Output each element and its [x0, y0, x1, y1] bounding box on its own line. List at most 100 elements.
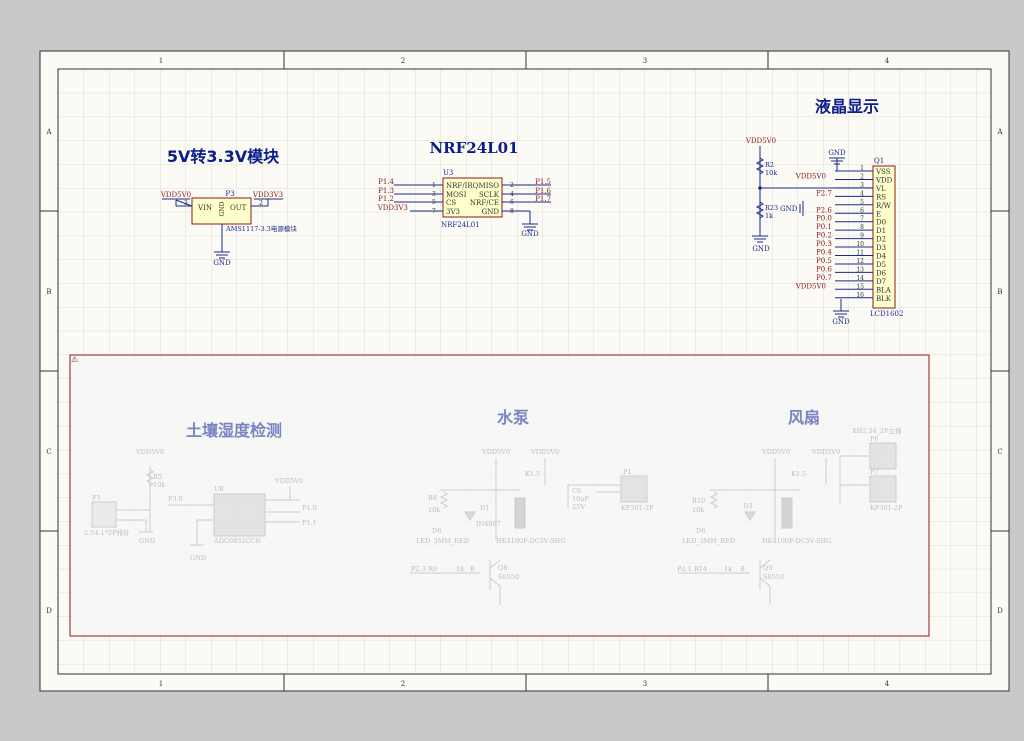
lcd1602-module[interactable]: Q1 LCD1602 GND GND VDD5V0 R2 10k R23 1k … [745, 137, 904, 326]
net-label: P1.6 [535, 187, 551, 195]
pin-number: 5 [860, 199, 864, 206]
svg-text:2.54-1*2P排针: 2.54-1*2P排针 [84, 528, 130, 537]
net-label: VDD3V3 [377, 204, 408, 212]
pin-name: NRF/IRQ [446, 182, 479, 190]
gnd-label: GND [832, 318, 850, 326]
designator: Q1 [874, 157, 884, 165]
row-label-right: B [997, 288, 1002, 296]
svg-text:K1.5: K1.5 [791, 470, 806, 478]
pin-number: 7 [860, 216, 864, 223]
nrf-wires [394, 184, 551, 231]
row-label-right: A [996, 128, 1003, 136]
net-label: P0.3 [816, 240, 832, 248]
svg-text:IN4007: IN4007 [476, 520, 501, 528]
svg-text:1k: 1k [724, 565, 732, 573]
net-label: P0.6 [816, 265, 832, 273]
zone-dividers [40, 51, 1009, 691]
pump-circuit: VDD5V0 VDD5V0 K1.5 R8 10k D1 IN4007 D6 L… [410, 448, 654, 605]
pin-name: VSS [875, 168, 891, 176]
pin-name: NRF/CE [470, 199, 499, 207]
svg-text:P2.1: P2.1 [677, 565, 692, 573]
fan-circuit: VDD5V0 VDD5V0 K1.5 R10 10k D3 D6 LED_3MM… [677, 426, 903, 605]
svg-text:R8: R8 [428, 494, 437, 502]
col-label-bottom: 3 [643, 680, 647, 688]
row-label-left: B [46, 288, 51, 296]
svg-text:S8550: S8550 [498, 573, 519, 581]
svg-text:P2.3: P2.3 [411, 565, 426, 573]
resistor-ref: R23 [765, 204, 778, 212]
pin-number: 2 [510, 182, 514, 189]
svg-text:GND: GND [139, 537, 155, 545]
net-label: P1.7 [535, 195, 551, 203]
pin-name: D7 [876, 278, 886, 286]
svg-text:1k: 1k [456, 565, 464, 573]
svg-text:S8550: S8550 [763, 573, 784, 581]
pin-name: GND [482, 208, 500, 216]
pin-number: 5 [432, 199, 436, 206]
svg-text:Q9: Q9 [763, 564, 772, 572]
col-label-top: 1 [159, 57, 163, 65]
svg-text:LED_3MM_RED: LED_3MM_RED [416, 537, 469, 545]
pin-name: OUT [230, 204, 247, 212]
component-comment: AMS1117-3.3电源模块 [225, 224, 297, 233]
pin-name: D2 [876, 236, 886, 244]
title-nrf: NRF24L01 [429, 139, 518, 157]
pin-name: E [876, 210, 881, 218]
svg-text:VDD5V0: VDD5V0 [135, 448, 164, 456]
svg-text:VDD5V0: VDD5V0 [274, 477, 303, 485]
net-label: P1.3 [378, 187, 394, 195]
pin-name: BLA [876, 286, 892, 294]
regulator-module[interactable]: VDD5V0 VDD3V3 P3 3 2 VIN OUT GND AMS1117… [160, 190, 298, 267]
net-label: VDD5V0 [795, 172, 826, 180]
pin-number: 14 [856, 275, 864, 282]
svg-text:P1.0: P1.0 [302, 504, 317, 512]
svg-text:VDD5V0: VDD5V0 [811, 448, 840, 456]
svg-text:LED_3MM_RED: LED_3MM_RED [682, 537, 735, 545]
svg-text:R9: R9 [428, 565, 437, 573]
pin-name: VIN [197, 204, 212, 212]
component-comment: NRF24L01 [441, 221, 480, 229]
net-label: P1.4 [378, 178, 394, 186]
svg-text:B: B [740, 565, 745, 573]
svg-text:R14: R14 [694, 565, 707, 573]
svg-text:P3: P3 [92, 494, 101, 502]
svg-text:10k: 10k [428, 506, 440, 514]
svg-text:D6: D6 [696, 527, 705, 535]
svg-text:Q8: Q8 [498, 564, 507, 572]
svg-text:ADC0832CCN: ADC0832CCN [213, 537, 261, 545]
net-label: VDD5V0 [160, 191, 191, 199]
pin-number: 1 [432, 182, 436, 189]
net-label: VDD5V0 [795, 282, 826, 290]
col-label-top: 3 [643, 57, 647, 65]
pin-number: 4 [860, 190, 864, 197]
svg-text:P1.1: P1.1 [302, 519, 317, 527]
pin-name: D0 [876, 219, 886, 227]
svg-text:KF301-2P: KF301-2P [621, 504, 654, 512]
col-label-top: 2 [401, 57, 405, 65]
pin-number: 1 [860, 165, 864, 172]
net-label: P2.6 [816, 206, 832, 214]
pin-number: 9 [860, 233, 864, 240]
pin-name: VDD [875, 176, 893, 184]
row-label-left: C [46, 448, 51, 456]
net-label: P0.0 [816, 215, 832, 223]
col-label-bottom: 2 [401, 680, 405, 688]
svg-text:KF301-2P: KF301-2P [870, 504, 903, 512]
soil-sensor-circuit: VDD5V0 R5 10k P3 P3.6 U8 ADC0832CCN VDD5… [84, 448, 317, 562]
svg-text:25V: 25V [572, 503, 585, 511]
disabled-region[interactable]: ⚠ 土壤湿度检测 水泵 风扇 VDD5V0 R5 10k P3 [69, 354, 930, 637]
svg-text:P1: P1 [623, 468, 632, 476]
svg-text:K1.5: K1.5 [525, 470, 540, 478]
pin-name: D5 [876, 261, 886, 269]
resistor-value: 10k [765, 169, 777, 177]
svg-text:U8: U8 [214, 485, 224, 493]
warning-icon: ⚠ [71, 355, 78, 364]
svg-text:B: B [470, 565, 475, 573]
pin-number: 10 [856, 241, 864, 248]
pin-number: 2 [860, 173, 864, 180]
col-label-bottom: 4 [885, 680, 890, 688]
title-pump: 水泵 [497, 408, 529, 427]
